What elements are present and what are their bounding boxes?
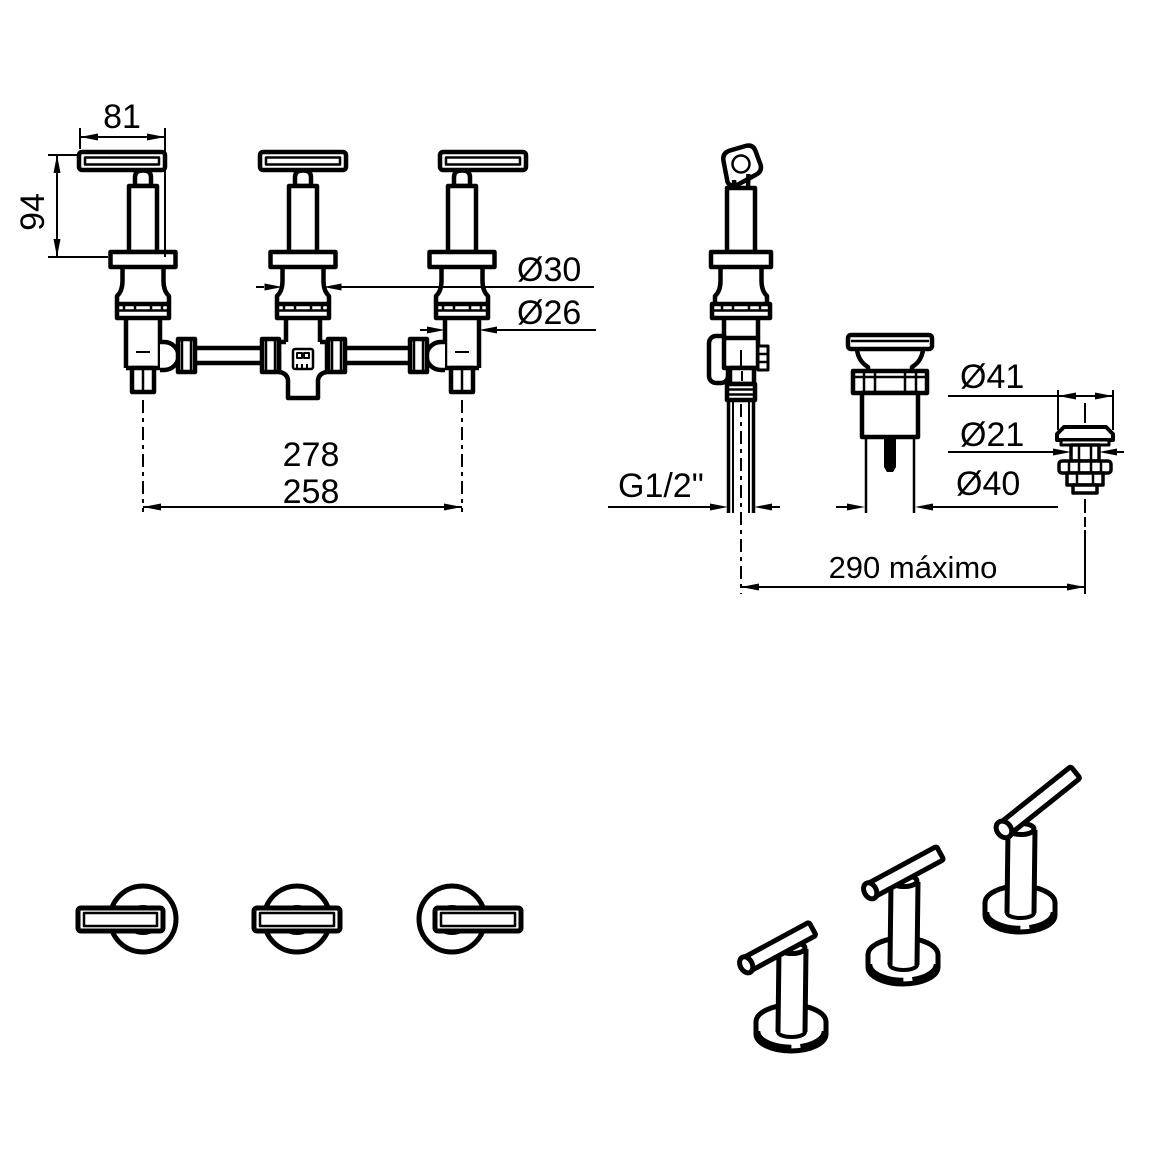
front-view bbox=[76, 149, 529, 512]
drain-assembly bbox=[845, 332, 935, 513]
iso-handle-left bbox=[737, 920, 826, 1051]
dim-stopper-flange: Ø41 bbox=[948, 358, 1114, 430]
dim-shank-diameter: Ø26 bbox=[420, 294, 596, 334]
iso-handle-right bbox=[985, 764, 1082, 932]
stopper-stem bbox=[1069, 443, 1101, 463]
front-valve-left bbox=[76, 149, 195, 392]
dim-inlet-thread: G1/2" bbox=[608, 467, 780, 511]
dim-g12-label: G1/2" bbox=[618, 467, 704, 505]
dim-258-label: 258 bbox=[283, 473, 340, 511]
dim-handle-length: 81 bbox=[79, 98, 166, 257]
inlet-tube bbox=[726, 400, 756, 513]
front-connecting-tubes bbox=[195, 345, 410, 366]
front-valve-right bbox=[410, 149, 529, 392]
dim-d26-label: Ø26 bbox=[517, 294, 581, 332]
dim-94-label: 94 bbox=[14, 193, 52, 231]
isometric-view bbox=[737, 764, 1082, 1051]
iso-handle-center bbox=[861, 844, 946, 984]
front-valve-center bbox=[257, 149, 349, 401]
dim-stopper-stem: Ø21 bbox=[948, 416, 1124, 456]
threaded-rod bbox=[884, 437, 896, 467]
lever-handle bbox=[437, 149, 529, 173]
top-handle-right bbox=[419, 886, 524, 952]
dim-d40-label: Ø40 bbox=[956, 465, 1020, 503]
dim-max-reach: 290 máximo bbox=[741, 550, 1085, 591]
lever-handle bbox=[76, 149, 168, 173]
dim-81-label: 81 bbox=[103, 98, 141, 136]
top-handle-left bbox=[75, 886, 176, 952]
lever-handle bbox=[251, 905, 343, 934]
lever-handle bbox=[257, 149, 349, 173]
dim-d41-label: Ø41 bbox=[960, 358, 1024, 396]
dim-handle-height: 94 bbox=[14, 154, 108, 258]
dim-spread: 278 258 bbox=[143, 436, 462, 511]
dim-d21-label: Ø21 bbox=[960, 416, 1024, 454]
stopper-cap bbox=[1055, 425, 1115, 442]
dim-d30-label: Ø30 bbox=[517, 251, 581, 289]
lever-end-view bbox=[721, 143, 764, 188]
drain-body bbox=[859, 390, 921, 440]
top-handle-center bbox=[251, 886, 343, 952]
lever-handle bbox=[75, 905, 166, 934]
dim-290-label: 290 máximo bbox=[829, 550, 998, 585]
dim-278-label: 278 bbox=[283, 436, 340, 474]
dim-drain-body: Ø40 bbox=[836, 465, 1058, 511]
top-view bbox=[75, 886, 524, 952]
lever-handle bbox=[432, 905, 524, 934]
dim-body-diameter: Ø30 bbox=[256, 251, 594, 291]
brand-logo bbox=[291, 347, 315, 371]
side-view bbox=[706, 143, 774, 594]
popup-stopper bbox=[1055, 403, 1115, 594]
